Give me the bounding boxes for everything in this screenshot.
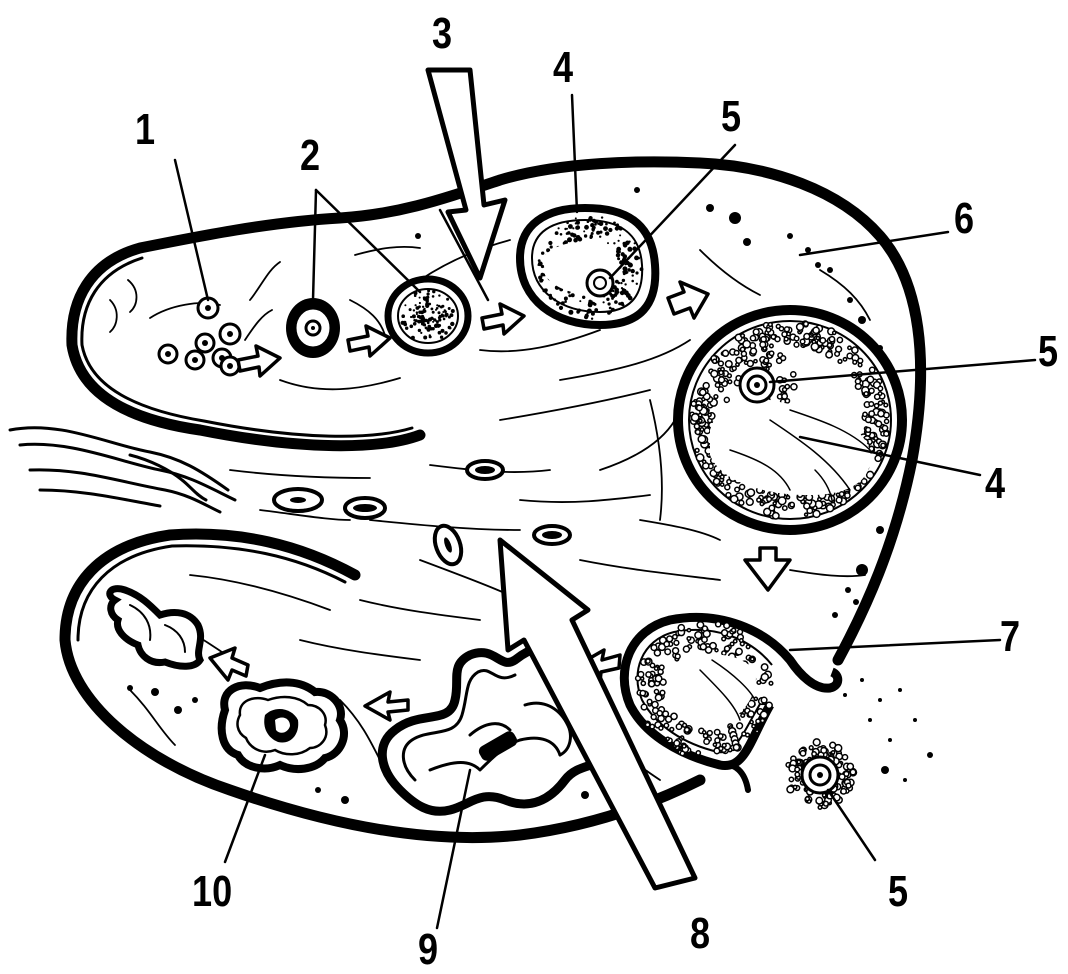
corpus-albicans-late (110, 589, 201, 667)
label-4-top: 4 (553, 46, 573, 90)
label-10: 10 (192, 870, 232, 914)
label-8: 8 (690, 912, 710, 956)
arrow-3 (428, 70, 505, 278)
label-5-right: 5 (1038, 330, 1058, 374)
antral-follicle-top (520, 208, 655, 325)
label-5-bottom: 5 (888, 870, 908, 914)
label-6: 6 (954, 197, 974, 241)
label-3: 3 (432, 12, 452, 56)
label-5-top: 5 (721, 95, 741, 139)
hilum-strands (10, 428, 235, 512)
released-oocyte (786, 739, 856, 809)
secondary-follicle (388, 279, 468, 353)
mature-follicle (678, 310, 902, 530)
corpus-albicans (222, 682, 344, 769)
label-9: 9 (418, 928, 438, 972)
label-2: 2 (300, 134, 320, 178)
label-7: 7 (1000, 615, 1020, 659)
label-4-right: 4 (985, 462, 1005, 506)
primary-follicle (286, 298, 340, 358)
label-1: 1 (135, 108, 155, 152)
primordial-follicles (159, 298, 240, 375)
